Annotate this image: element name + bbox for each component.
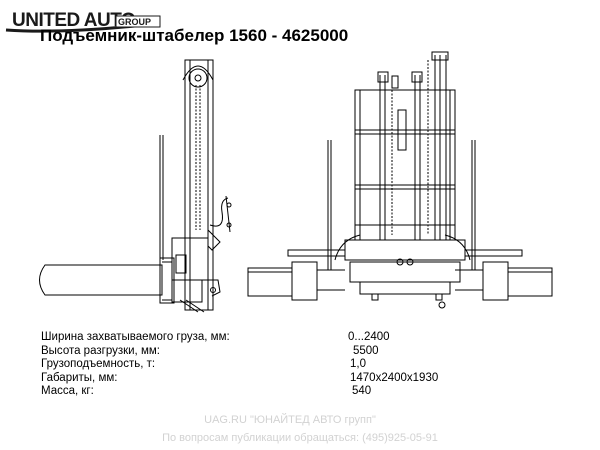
footer-site: UAG.RU "ЮНАЙТЕД АВТО групп" xyxy=(204,414,376,426)
specifications: Ширина захватываемого груза, мм: 0...240… xyxy=(41,331,561,399)
page-title: Подъемник-штабелер 1560 - 4625000 xyxy=(40,26,349,45)
side-view xyxy=(39,59,232,313)
lift-stacker-drawing xyxy=(39,51,553,313)
spec-value: 5500 xyxy=(353,344,379,357)
spec-label: Ширина захватываемого груза, мм: xyxy=(41,331,230,343)
spec-value: 540 xyxy=(352,385,372,397)
united-auto-logo-icon: UNITED AUTO GROUP xyxy=(5,10,161,33)
spec-value: 0...2400 xyxy=(348,331,390,343)
spec-row: Ширина захватываемого груза, мм: 0...240… xyxy=(41,331,561,345)
logo-group-text: GROUP xyxy=(118,17,151,27)
spec-value: 1470x2400x1930 xyxy=(350,371,439,384)
brand-logo: UNITED AUTO GROUP xyxy=(4,4,164,38)
spec-row: Грузоподъемность, т: 1,0 xyxy=(41,358,561,372)
spec-row: Высота разгрузки, мм: 5500 xyxy=(41,345,561,359)
spec-row: Масса, кг: 540 xyxy=(41,385,561,399)
logo-main-text: UNITED AUTO xyxy=(12,10,135,31)
spec-label: Масса, кг: xyxy=(41,385,94,397)
spec-label: Высота разгрузки, мм: xyxy=(41,344,160,357)
spec-row: Габариты, мм: 1470x2400x1930 xyxy=(41,372,561,386)
technical-drawing xyxy=(0,45,600,320)
spec-label: Грузоподъемность, т: xyxy=(41,358,156,370)
spec-value: 1,0 xyxy=(350,358,366,370)
spec-label: Габариты, мм: xyxy=(41,371,118,384)
front-view xyxy=(247,51,553,309)
footer-contact: По вопросам публикации обращаться: (495)… xyxy=(162,432,438,444)
